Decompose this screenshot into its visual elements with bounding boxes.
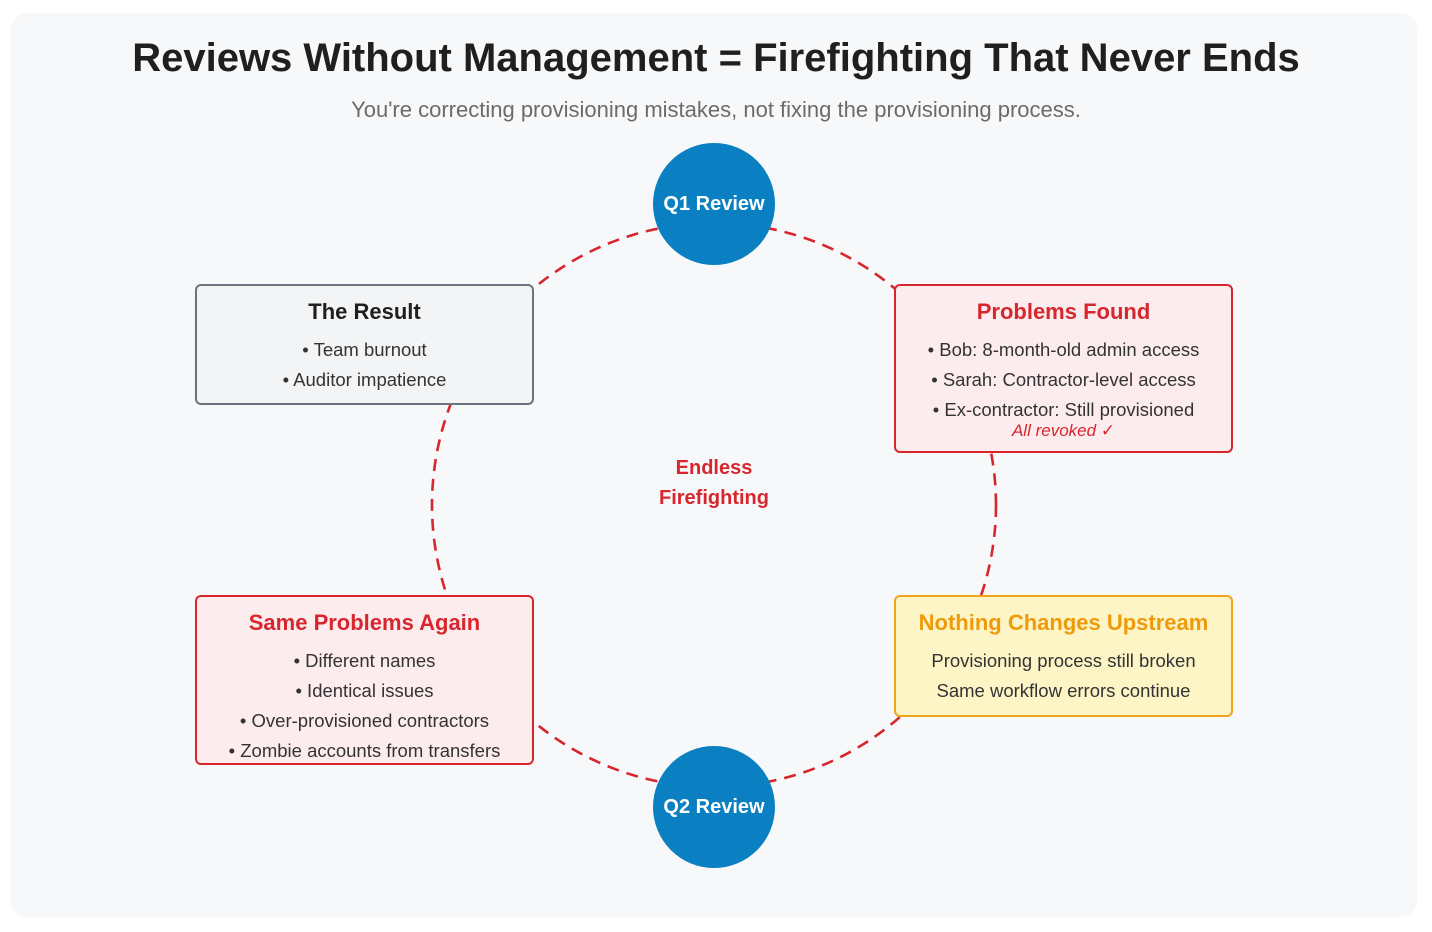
nothing-changes-item: Same workflow errors continue — [936, 680, 1191, 701]
result-box: The Result • Team burnout • Auditor impa… — [195, 284, 534, 405]
problems-found-heading: Problems Found — [976, 299, 1151, 324]
problems-found-item: • Sarah: Contractor-level access — [931, 369, 1196, 390]
center-label: Endless Firefighting — [614, 453, 814, 513]
result-item: • Team burnout — [302, 339, 427, 360]
same-problems-item: • Zombie accounts from transfers — [228, 740, 501, 761]
nothing-changes-item: Provisioning process still broken — [931, 650, 1196, 671]
problems-found-box: Problems Found • Bob: 8-month-old admin … — [894, 284, 1233, 453]
result-item: • Auditor impatience — [282, 369, 447, 390]
same-problems-heading: Same Problems Again — [248, 610, 481, 635]
page-title: Reviews Without Management = Firefightin… — [132, 36, 1300, 80]
center-label-line: Firefighting — [659, 487, 769, 509]
problems-found-item: • Ex-contractor: Still provisioned — [932, 399, 1195, 420]
same-problems-item: • Over-provisioned contractors — [239, 710, 490, 731]
same-problems-item: • Different names — [293, 650, 436, 671]
nothing-changes-heading: Nothing Changes Upstream — [918, 610, 1209, 635]
same-problems-box: Same Problems Again • Different names • … — [195, 595, 534, 765]
page-subtitle: You're correcting provisioning mistakes,… — [351, 97, 1081, 122]
all-revoked-note: All revoked ✓ — [1011, 421, 1116, 440]
q2-review-node: Q2 Review — [653, 746, 775, 868]
same-problems-item: • Identical issues — [295, 680, 434, 701]
nothing-changes-box: Nothing Changes Upstream Provisioning pr… — [894, 595, 1233, 717]
result-heading: The Result — [308, 299, 421, 324]
center-label-line: Endless — [675, 457, 753, 479]
q1-review-node: Q1 Review — [653, 143, 775, 265]
problems-found-item: • Bob: 8-month-old admin access — [927, 339, 1200, 360]
